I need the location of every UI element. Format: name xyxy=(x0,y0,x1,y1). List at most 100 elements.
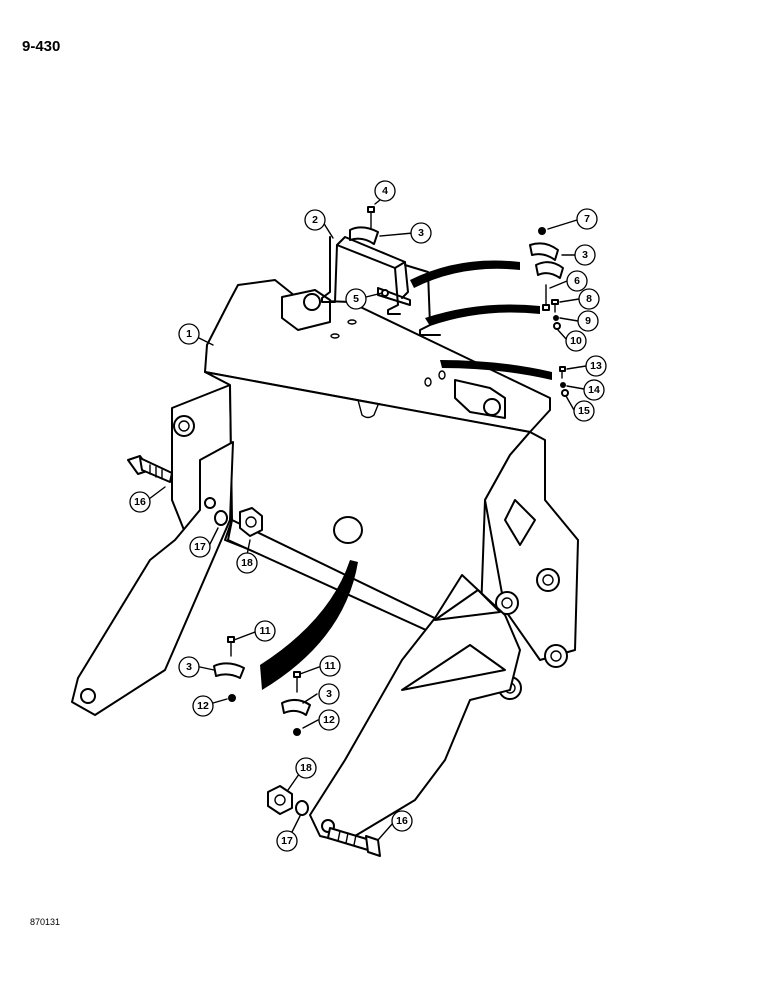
clamp-half xyxy=(281,699,311,716)
slot xyxy=(424,377,432,387)
callout-9: 9 xyxy=(577,310,599,332)
svg-text:18: 18 xyxy=(241,557,253,569)
hose-arrow xyxy=(410,260,520,288)
svg-text:18: 18 xyxy=(300,762,312,774)
nut-18 xyxy=(267,785,293,815)
bracket xyxy=(321,236,441,336)
callout-10: 10 xyxy=(565,330,587,352)
slot xyxy=(330,333,340,339)
callout-12: 12 xyxy=(318,709,340,731)
callout-1: 1 xyxy=(178,323,200,345)
svg-text:3: 3 xyxy=(186,661,192,673)
svg-text:16: 16 xyxy=(396,815,408,827)
callout-8: 8 xyxy=(578,288,600,310)
callout-2: 2 xyxy=(304,209,326,231)
svg-text:2: 2 xyxy=(312,214,318,226)
bushing xyxy=(173,415,195,437)
right-arm xyxy=(309,574,521,843)
mounting-frame xyxy=(171,279,579,700)
svg-text:11: 11 xyxy=(259,625,270,637)
svg-text:15: 15 xyxy=(578,405,590,417)
bolt-11 xyxy=(293,671,301,693)
washer-14 xyxy=(560,382,566,388)
slot xyxy=(347,319,357,325)
washer-17 xyxy=(295,800,309,816)
callout-5: 5 xyxy=(345,288,367,310)
callout-16: 16 xyxy=(129,491,151,513)
nut-5 xyxy=(381,289,389,297)
svg-text:17: 17 xyxy=(194,541,206,553)
face-hole xyxy=(333,516,363,544)
callout-16: 16 xyxy=(391,810,413,832)
washer-17 xyxy=(214,510,228,526)
svg-text:16: 16 xyxy=(134,496,146,508)
svg-text:13: 13 xyxy=(590,360,602,372)
leader-lines xyxy=(148,195,587,841)
hose-arrow xyxy=(440,360,552,380)
nut-12 xyxy=(293,728,301,736)
svg-text:12: 12 xyxy=(197,700,209,712)
svg-text:8: 8 xyxy=(586,293,592,305)
callout-3: 3 xyxy=(318,683,340,705)
callout-17: 17 xyxy=(276,830,298,852)
nut-10 xyxy=(553,322,561,330)
callout-6: 6 xyxy=(566,270,588,292)
top-notch xyxy=(357,399,379,419)
callout-15: 15 xyxy=(573,400,595,422)
bolt-11 xyxy=(227,636,235,657)
svg-text:9: 9 xyxy=(585,315,591,327)
svg-text:7: 7 xyxy=(584,213,590,225)
bolt-13 xyxy=(559,366,566,379)
svg-text:10: 10 xyxy=(570,335,582,347)
callout-14: 14 xyxy=(583,379,605,401)
svg-text:4: 4 xyxy=(382,185,388,197)
svg-text:3: 3 xyxy=(418,227,424,239)
svg-text:14: 14 xyxy=(588,384,600,396)
callout-3: 3 xyxy=(410,222,432,244)
svg-text:3: 3 xyxy=(582,249,588,261)
washer-9 xyxy=(553,315,559,321)
left-arm-plate xyxy=(71,441,234,716)
bushing xyxy=(544,644,568,668)
right-arm-rib-top xyxy=(434,589,501,621)
callout-18: 18 xyxy=(236,552,258,574)
clamp-half xyxy=(535,261,564,279)
arm-end-hole xyxy=(80,688,96,704)
nut-7 xyxy=(538,227,546,235)
callout-17: 17 xyxy=(189,536,211,558)
bolt-16 xyxy=(327,827,381,857)
callout-4: 4 xyxy=(374,180,396,202)
callout-11: 11 xyxy=(254,620,276,642)
svg-text:1: 1 xyxy=(186,328,192,340)
svg-text:5: 5 xyxy=(353,293,359,305)
nut-15 xyxy=(561,389,569,397)
nut-18 xyxy=(239,507,263,537)
bolt-8 xyxy=(551,299,559,313)
svg-text:12: 12 xyxy=(323,714,335,726)
callout-3: 3 xyxy=(574,244,596,266)
callout-3: 3 xyxy=(178,656,200,678)
nut-12 xyxy=(228,694,236,702)
bolt-6 xyxy=(542,284,550,311)
left-arm xyxy=(71,441,234,716)
svg-text:6: 6 xyxy=(574,275,580,287)
gusset xyxy=(504,499,536,546)
clamp-half xyxy=(213,662,245,679)
svg-text:17: 17 xyxy=(281,835,293,847)
hose-arrow xyxy=(260,560,358,690)
bushing xyxy=(495,591,519,615)
page-number: 9-430 xyxy=(22,38,61,55)
callout-7: 7 xyxy=(576,208,598,230)
bolt-4 xyxy=(367,206,375,229)
clamp-half xyxy=(349,226,379,245)
document-code: 870131 xyxy=(30,917,61,927)
callout-13: 13 xyxy=(585,355,607,377)
bushing xyxy=(536,568,560,592)
callout-18: 18 xyxy=(295,757,317,779)
right-arm-plate xyxy=(309,574,521,843)
right-arm-rib-mid xyxy=(401,644,506,691)
hose-arrow xyxy=(425,304,540,326)
callout-11: 11 xyxy=(319,655,341,677)
svg-text:3: 3 xyxy=(326,688,332,700)
